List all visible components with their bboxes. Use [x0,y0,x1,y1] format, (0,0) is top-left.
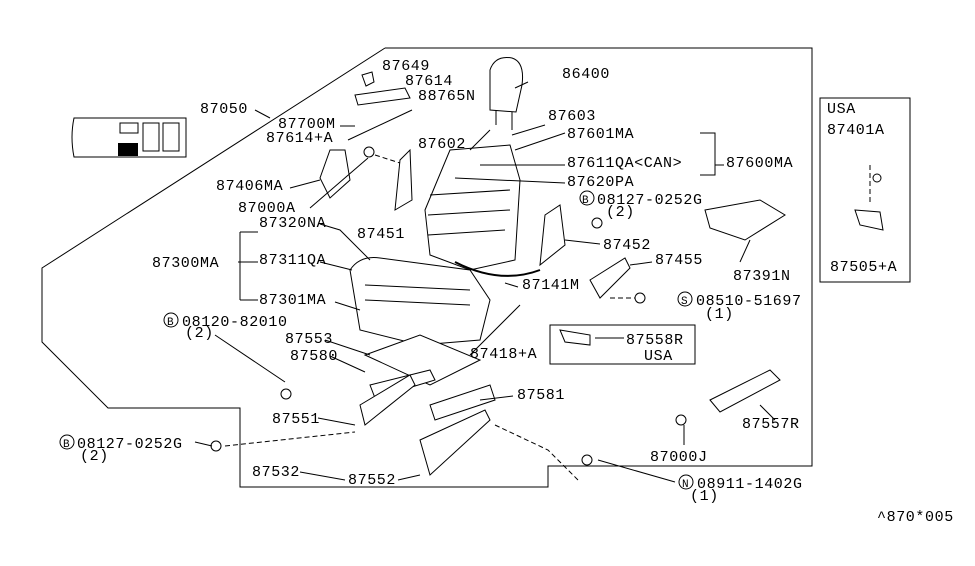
label-87620pa: 87620PA [567,174,634,191]
label-87000j: 87000J [650,449,708,466]
label-87401a: 87401A [827,122,885,139]
label-87553: 87553 [285,331,333,348]
label-87581: 87581 [517,387,565,404]
fastener-qty: (2) [606,204,635,221]
fastener-qty: (1) [705,306,734,323]
label-87532: 87532 [252,464,300,481]
label-87557r: 87557R [742,416,800,433]
label-87601ma: 87601MA [567,126,634,143]
fastener-prefix: B [582,195,589,207]
label-87311qa: 87311QA [259,252,326,269]
cushion-shape [349,257,491,346]
fastener-prefix: S [681,296,688,308]
label-87611qa: 87611QA<CAN> [567,155,682,172]
fastener-part: 08510-51697 [696,293,802,310]
fastener-part: 08127-0252G [597,192,703,209]
usa-box-title: USA [827,101,856,118]
label-87614: 87614 [405,73,453,90]
label-87320na: 87320NA [259,215,326,232]
label-87418a: 87418+A [470,346,537,363]
label-87505a: 87505+A [830,259,897,276]
fastener-prefix-circle [678,474,694,490]
fastener-prefix: B [63,439,70,451]
label-87603: 87603 [548,108,596,125]
part-labels: 87649 87614 88765N 86400 87050 87700M 87… [152,58,954,526]
cable-shape [454,261,541,277]
label-86400: 86400 [562,66,610,83]
fastener-part: 08911-1402G [697,476,803,493]
label-usa-note: USA [644,348,673,365]
label-87050: 87050 [200,101,248,118]
vehicle-location-icon [71,117,187,158]
label-87391n: 87391N [733,268,791,285]
label-87602: 87602 [418,136,466,153]
fastener-part: 08120-82010 [182,314,288,331]
label-88765n: 88765N [418,88,476,105]
seat-frame-shape [359,334,496,476]
label-87600ma: 87600MA [726,155,793,172]
usa-box [819,97,911,283]
fastener-qty: (2) [80,448,109,465]
assembly-outline [41,47,813,488]
label-87141m: 87141M [522,277,580,294]
fastener-prefix-circle [677,291,693,307]
fastener-part: 08127-0252G [77,436,183,453]
headrest-shape [489,57,523,130]
label-87551: 87551 [272,411,320,428]
label-87452: 87452 [603,237,651,254]
fastener-labels: B 08127-0252G (2) S 08510-51697 (1) B 08… [59,190,803,505]
label-87558r: 87558R [626,332,684,349]
label-87614a: 87614+A [266,130,333,147]
seatback-shape [424,144,521,271]
label-87300ma: 87300MA [152,255,219,272]
usa-87558r-box [549,324,696,365]
fastener-prefix: N [682,479,689,491]
fastener-prefix: B [167,317,174,329]
label-87451: 87451 [357,226,405,243]
fastener-qty: (1) [690,488,719,505]
misc-part-shapes [210,71,884,466]
label-87000a: 87000A [238,200,296,217]
label-87649: 87649 [382,58,430,75]
label-87580: 87580 [290,348,338,365]
diagram-code: ^870*005 [877,509,954,526]
label-87406ma: 87406MA [216,178,283,195]
label-87301ma: 87301MA [259,292,326,309]
leader-lines [194,81,871,483]
label-87455: 87455 [655,252,703,269]
fastener-prefix-circle [59,434,75,450]
fastener-prefix-circle [579,190,595,206]
fastener-prefix-circle [163,312,179,328]
label-87552: 87552 [348,472,396,489]
label-87700m: 87700M [278,116,336,133]
fastener-qty: (2) [185,325,214,342]
